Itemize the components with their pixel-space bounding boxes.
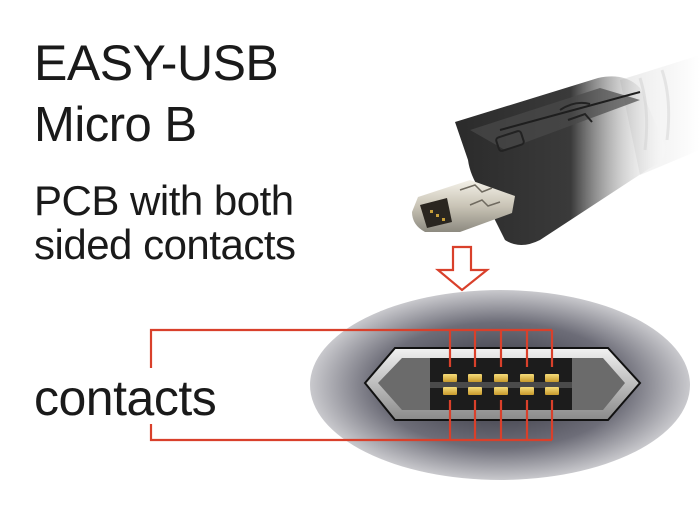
contacts-callout-bracket xyxy=(149,328,554,442)
title-line-2: Micro B xyxy=(34,98,197,152)
title-line-1: EASY-USB xyxy=(34,35,279,91)
contact-pads xyxy=(443,374,559,395)
subtitle-line-1: PCB with both xyxy=(34,177,294,224)
socket-front-view xyxy=(310,290,690,480)
subtitle-line-2: sided contacts xyxy=(34,221,296,268)
contacts-label: contacts xyxy=(34,370,217,426)
down-arrow-icon xyxy=(434,245,491,292)
micro-b-metal-tip xyxy=(412,180,515,232)
